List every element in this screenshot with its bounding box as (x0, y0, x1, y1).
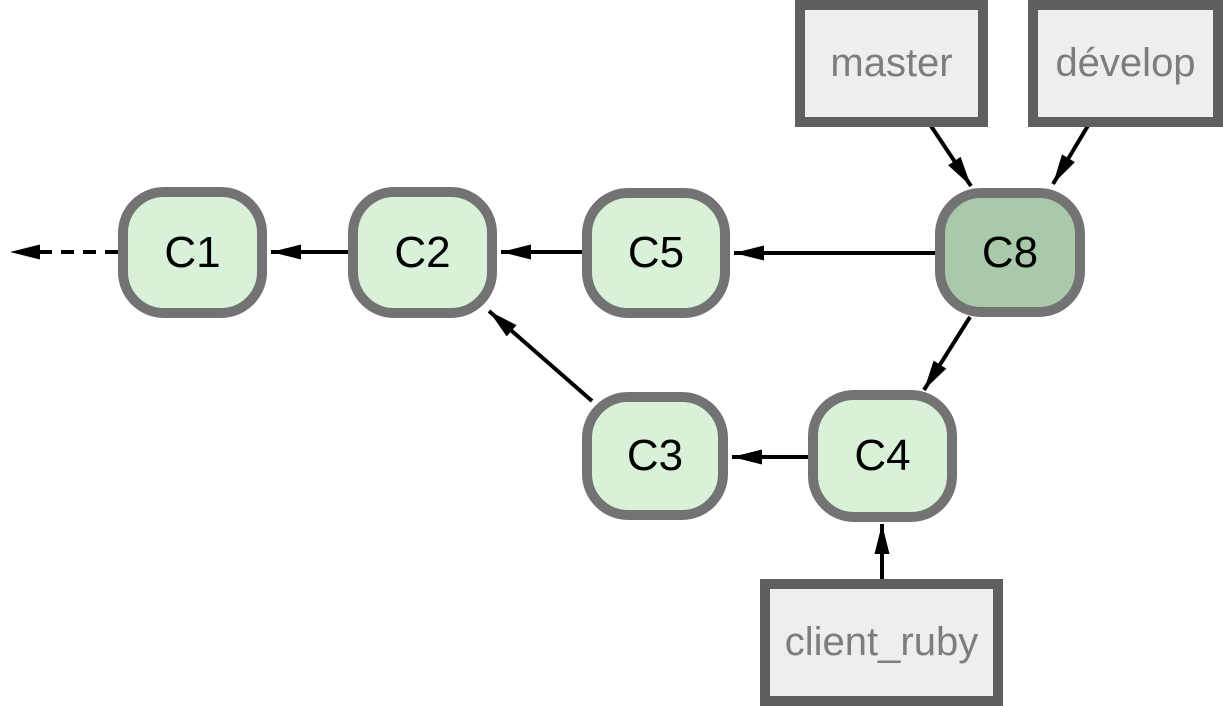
edge-master-to-c8 (929, 124, 973, 188)
commit-node-c2-label: C2 (394, 227, 451, 277)
edge-c3-to-c2 (487, 309, 594, 403)
commit-node-c5: C5 (582, 188, 730, 318)
edge-develop-to-c8 (1051, 122, 1091, 186)
commit-node-c8: C8 (935, 188, 1085, 317)
branch-label-client-ruby-text: client_ruby (784, 620, 979, 664)
branch-label-develop: dévelop (1028, 0, 1223, 127)
commit-node-c1-label: C1 (164, 227, 221, 277)
commit-node-c3-label: C3 (626, 431, 684, 480)
commit-node-c3: C3 (582, 392, 728, 520)
branch-label-client-ruby: client_ruby (760, 579, 1003, 706)
commit-node-c5-label: C5 (627, 228, 685, 277)
commit-node-c4: C4 (808, 390, 957, 522)
commit-node-c1: C1 (118, 187, 267, 318)
commit-node-c2: C2 (348, 187, 497, 318)
edge-c8-to-c4 (922, 315, 972, 392)
commit-node-c4-label: C4 (854, 431, 911, 480)
branch-label-master-text: master (830, 41, 953, 85)
branch-label-develop-text: dévelop (1055, 41, 1196, 85)
commit-node-c8-label: C8 (981, 227, 1039, 277)
branch-label-master: master (795, 0, 988, 127)
